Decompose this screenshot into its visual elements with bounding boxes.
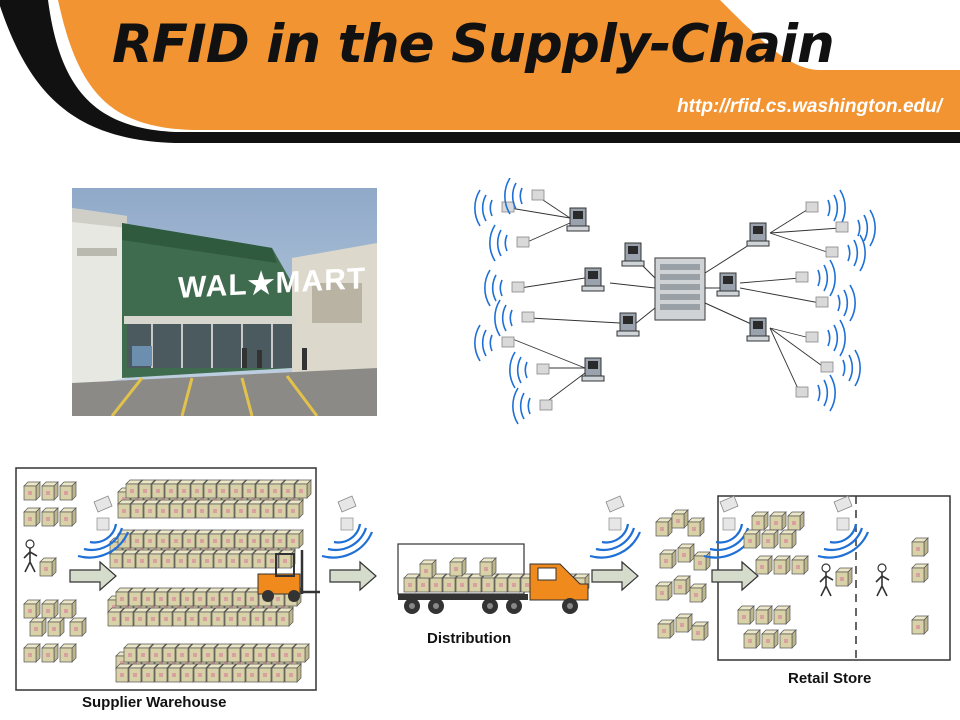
retail-store-label: Retail Store: [788, 670, 872, 687]
slide-title: RFID in the Supply-Chain: [112, 14, 835, 75]
rfid-network-diagram: [474, 178, 876, 425]
supplier-warehouse-label: Supplier Warehouse: [82, 694, 227, 711]
distribution-label: Distribution: [427, 630, 512, 647]
header-swoosh: [0, 0, 960, 143]
supply-chain-diagram: [15, 467, 951, 691]
walmart-store-photo: [72, 188, 377, 416]
slide-url: http://rfid.cs.washington.edu/: [677, 96, 942, 117]
forklift-icon: [257, 550, 320, 602]
